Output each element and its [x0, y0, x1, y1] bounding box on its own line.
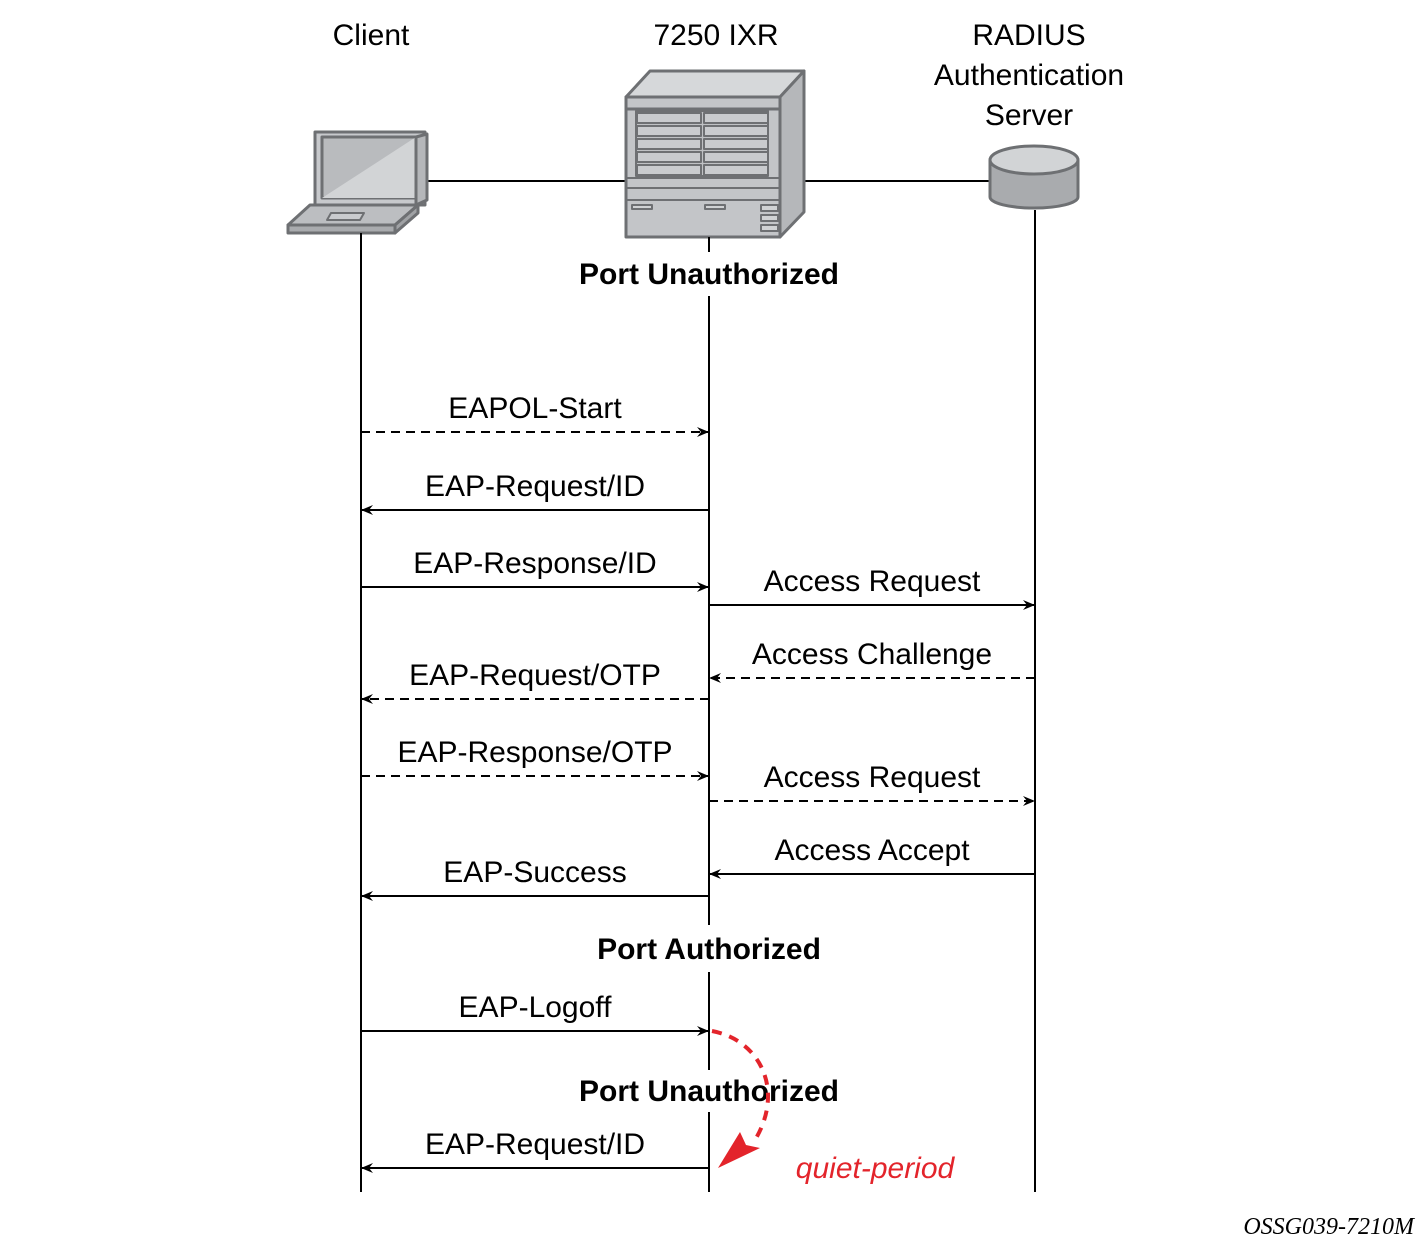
participant-label-client: Client	[333, 19, 410, 52]
state-label-port-unauthorized-2: Port Unauthorized	[579, 1075, 839, 1108]
figure-id: OSSG039-7210M	[1243, 1214, 1416, 1240]
message-label: Access Request	[764, 565, 981, 598]
message-label: Access Accept	[774, 834, 970, 867]
state-label-port-authorized: Port Authorized	[597, 933, 821, 966]
participant-label-ixr: 7250 IXR	[653, 19, 778, 52]
message-label: EAP-Request/ID	[425, 1128, 645, 1161]
participant-label-radius-3: Server	[985, 99, 1073, 132]
message-label: Access Challenge	[752, 638, 992, 671]
server-database-icon	[988, 144, 1080, 210]
router-chassis-icon	[624, 69, 806, 239]
message-label: EAP-Success	[443, 856, 626, 889]
laptop-icon	[286, 130, 429, 235]
quiet-period-arrowhead	[718, 1132, 760, 1168]
participant-label-radius-1: RADIUS	[972, 19, 1085, 52]
participant-label-radius-2: Authentication	[934, 59, 1124, 92]
message-label: EAPOL-Start	[448, 392, 622, 425]
message-label: EAP-Logoff	[459, 991, 613, 1024]
message-label: Access Request	[764, 761, 981, 794]
message-label: EAP-Request/OTP	[409, 659, 661, 692]
message-label: EAP-Response/ID	[413, 547, 656, 580]
quiet-period-label: quiet-period	[796, 1152, 956, 1185]
state-label-port-unauthorized: Port Unauthorized	[579, 258, 839, 291]
message-label: EAP-Response/OTP	[397, 736, 672, 769]
message-label: EAP-Request/ID	[425, 470, 645, 503]
